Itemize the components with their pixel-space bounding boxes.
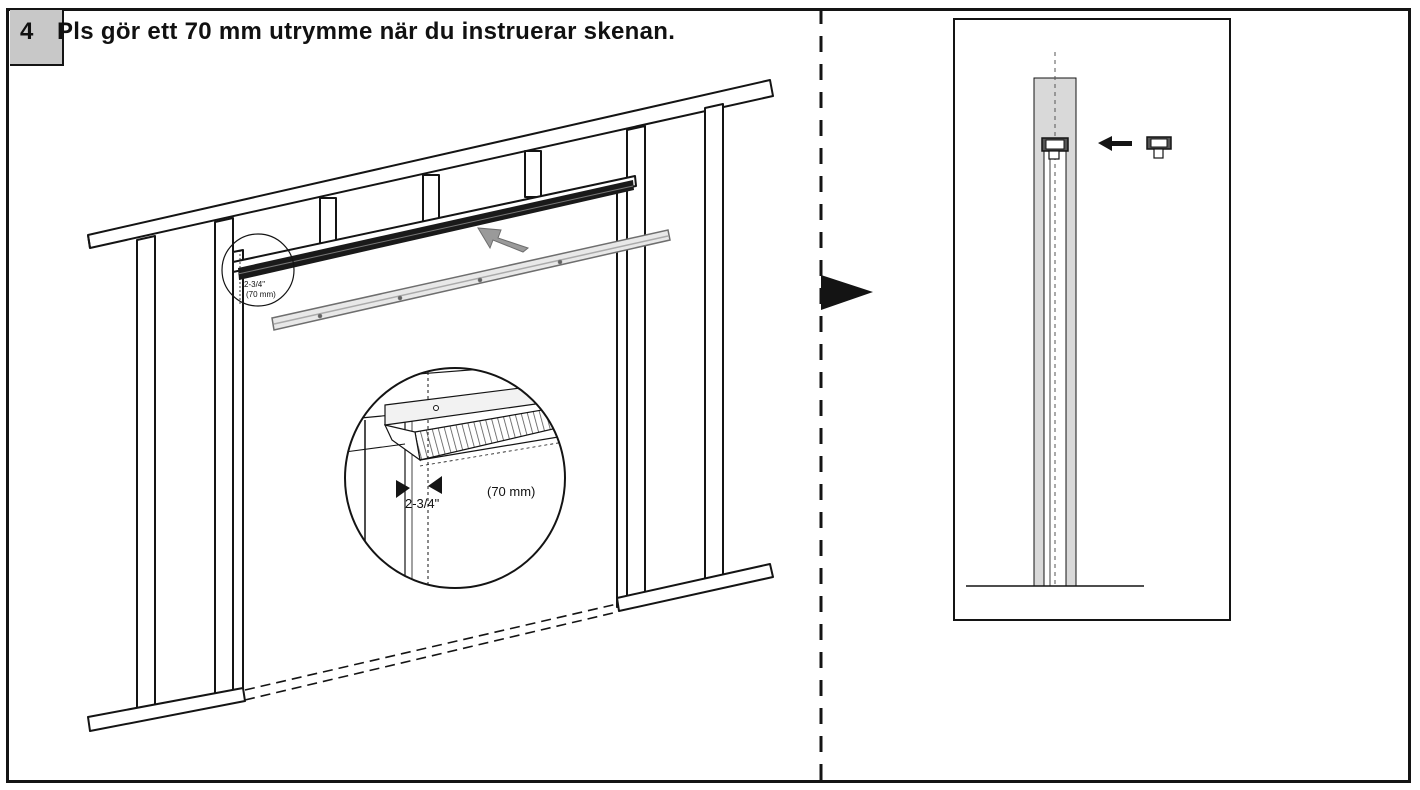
roller-loose	[1146, 136, 1172, 159]
left-jack-stud	[232, 249, 244, 697]
continue-pointer	[821, 275, 873, 310]
zoom-label-metric: (70 mm)	[487, 484, 535, 499]
bottom-plate-right	[616, 563, 774, 612]
dimension-arrow-right	[428, 476, 442, 494]
cripple-stud	[422, 174, 440, 224]
left-outer-stud	[136, 235, 156, 717]
insert-arrow-right-panel	[1098, 136, 1132, 151]
zoom-label-imperial: 2-3/4"	[405, 496, 440, 511]
top-view-panel	[953, 18, 1231, 621]
detail-label-metric: (70 mm)	[246, 290, 276, 299]
left-inner-stud	[214, 217, 234, 701]
zoom-detail-circle: 2-3/4" (70 mm)	[344, 367, 566, 589]
roller-installed	[1041, 137, 1069, 160]
cripple-stud	[319, 197, 337, 245]
step-number-box	[10, 10, 64, 66]
step-number: 4	[20, 18, 34, 45]
bottom-plate-left	[87, 687, 246, 732]
detail-label-imperial: 2-3/4"	[244, 280, 265, 289]
cripple-stud	[524, 150, 542, 198]
wall-frame	[87, 79, 774, 732]
installed-track	[237, 180, 634, 280]
right-inner-stud	[626, 125, 646, 607]
step-instruction: Pls gör ett 70 mm utrymme när du instrue…	[57, 18, 676, 45]
floor-guide-line	[244, 603, 618, 701]
loose-track	[271, 229, 671, 331]
insert-direction-arrow	[477, 227, 530, 253]
detail-callout-circle: 2-3/4" (70 mm)	[221, 233, 295, 307]
dimension-arrow-left	[396, 480, 410, 498]
right-outer-stud	[704, 103, 724, 588]
